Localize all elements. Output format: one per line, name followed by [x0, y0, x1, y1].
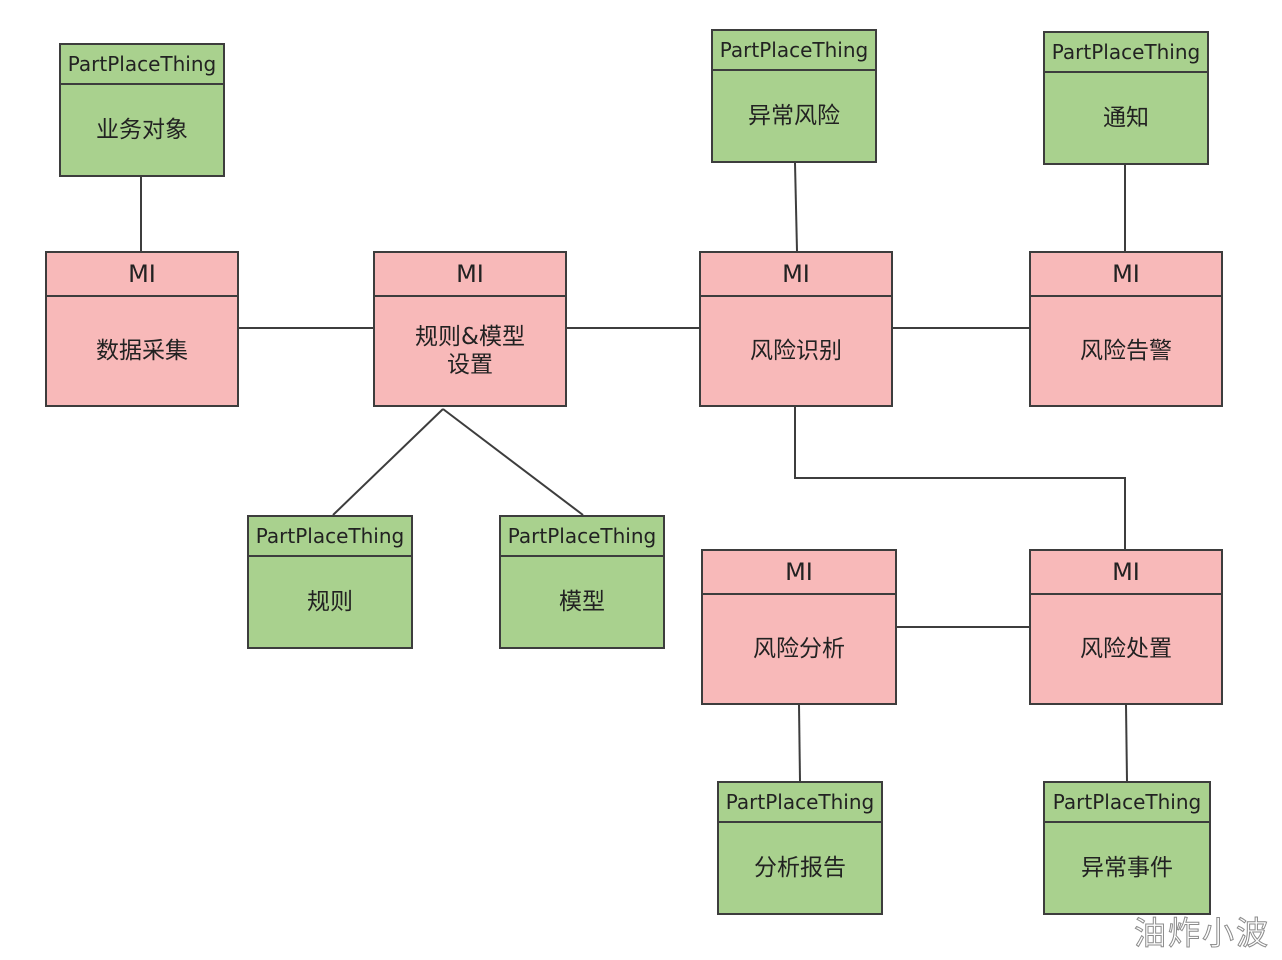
n-alert-box: MI 风险告警	[1029, 251, 1223, 407]
n-business-box: PartPlaceThing 业务对象	[59, 43, 225, 177]
n-rule-label: 规则	[307, 589, 353, 615]
n-dispose-box: MI 风险处置	[1029, 549, 1223, 705]
n-event-label: 异常事件	[1081, 855, 1173, 881]
n-identify-stereotype: MI	[701, 253, 891, 297]
n-rule-stereotype: PartPlaceThing	[249, 517, 411, 557]
n-identify-label: 风险识别	[750, 338, 842, 364]
n-model-label: 模型	[559, 589, 605, 615]
edge-dispose-to-event	[1125, 704, 1128, 782]
n-analysis-box: MI 风险分析	[701, 549, 897, 705]
n-collect-box: MI 数据采集	[45, 251, 239, 407]
n-dispose-label: 风险处置	[1080, 636, 1172, 662]
n-alert-label: 风险告警	[1080, 338, 1172, 364]
n-dispose-stereotype: MI	[1031, 551, 1221, 595]
edge-rules-model-to-rule	[332, 408, 444, 516]
n-risk-abnormal-stereotype: PartPlaceThing	[713, 31, 875, 71]
n-rule-box: PartPlaceThing 规则	[247, 515, 413, 649]
n-notify-box: PartPlaceThing 通知	[1043, 31, 1209, 165]
n-risk-abnormal-label: 异常风险	[748, 103, 840, 129]
n-notify-stereotype: PartPlaceThing	[1045, 33, 1207, 73]
n-identify-box: MI 风险识别	[699, 251, 893, 407]
n-model-stereotype: PartPlaceThing	[501, 517, 663, 557]
n-collect-label: 数据采集	[96, 338, 188, 364]
n-event-stereotype: PartPlaceThing	[1045, 783, 1209, 823]
edge-identify-to-dispose	[794, 407, 1126, 549]
n-report-box: PartPlaceThing 分析报告	[717, 781, 883, 915]
edge-rules-model-to-model	[442, 408, 584, 516]
n-analysis-stereotype: MI	[703, 551, 895, 595]
n-report-stereotype: PartPlaceThing	[719, 783, 881, 823]
n-report-label: 分析报告	[754, 855, 846, 881]
n-event-box: PartPlaceThing 异常事件	[1043, 781, 1211, 915]
edge-risk-abnormal-to-identify	[794, 162, 798, 252]
n-rules-model-box: MI 规则&模型 设置	[373, 251, 567, 407]
n-business-label: 业务对象	[96, 117, 188, 143]
n-model-box: PartPlaceThing 模型	[499, 515, 665, 649]
n-rules-model-label: 规则&模型 设置	[415, 324, 525, 378]
n-business-stereotype: PartPlaceThing	[61, 45, 223, 85]
watermark: 油炸小波	[1133, 914, 1270, 953]
n-risk-abnormal-box: PartPlaceThing 异常风险	[711, 29, 877, 163]
n-notify-label: 通知	[1103, 105, 1149, 131]
n-alert-stereotype: MI	[1031, 253, 1221, 297]
n-rules-model-stereotype: MI	[375, 253, 565, 297]
edge-analysis-to-report	[798, 704, 801, 782]
n-collect-stereotype: MI	[47, 253, 237, 297]
n-analysis-label: 风险分析	[753, 636, 845, 662]
